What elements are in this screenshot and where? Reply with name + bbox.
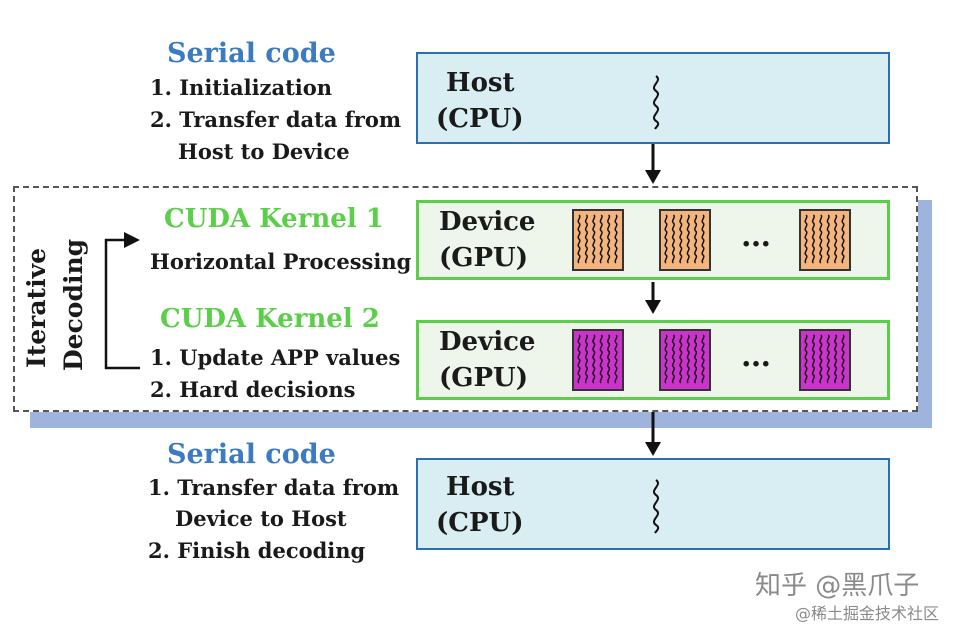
bottom-serial-step-1-cont: Device to Host (175, 506, 347, 531)
arrow-down-icon (645, 144, 661, 184)
kernel1-thread-block (572, 209, 624, 271)
kernel2-step-2: 2. Hard decisions (150, 377, 356, 402)
kernel2-thread-block (659, 329, 711, 391)
loop-label-decoding: Decoding (59, 238, 88, 371)
thread-squiggle-icon (804, 334, 845, 384)
arrow-down-icon (645, 282, 661, 314)
thread-squiggle-icon (653, 75, 660, 130)
watermark-line-1: 知乎 @黑爪子 (755, 571, 920, 601)
bottom-host-label: Host (446, 472, 515, 502)
kernel2-device-sublabel: (GPU) (439, 363, 529, 393)
watermark-line-2: @稀土掘金技术社区 (795, 604, 940, 623)
kernel2-thread-block (799, 329, 851, 391)
kernel2-device-label: Device (439, 327, 536, 357)
kernel1-ellipsis: … (741, 219, 774, 254)
bottom-serial-step-2: 2. Finish decoding (148, 538, 366, 563)
thread-squiggle-icon (664, 214, 705, 264)
bottom-serial-heading: Serial code (167, 439, 336, 470)
kernel2-heading: CUDA Kernel 2 (160, 304, 380, 334)
bottom-host-box: Host (CPU) (416, 458, 890, 550)
kernel2-step-1: 1. Update APP values (150, 345, 401, 370)
kernel1-device-box: Device (GPU) … (416, 200, 890, 280)
thread-squiggle-icon (653, 479, 660, 534)
top-host-sublabel: (CPU) (436, 104, 524, 134)
kernel1-step: Horizontal Processing (150, 249, 412, 274)
loop-arrow-icon (104, 232, 140, 370)
top-host-label: Host (446, 68, 515, 98)
top-serial-heading: Serial code (167, 38, 336, 69)
thread-squiggle-icon (804, 214, 845, 264)
arrow-down-icon (645, 412, 661, 456)
loop-label-iterative: Iterative (22, 248, 51, 368)
top-serial-step-2: 2. Transfer data from (150, 107, 402, 132)
kernel1-device-label: Device (439, 207, 536, 237)
thread-squiggle-icon (577, 334, 618, 384)
bottom-serial-step-1: 1. Transfer data from (148, 475, 400, 500)
bottom-host-sublabel: (CPU) (436, 508, 524, 538)
kernel1-device-sublabel: (GPU) (439, 243, 529, 273)
kernel1-heading: CUDA Kernel 1 (164, 204, 384, 234)
top-serial-step-2-cont: Host to Device (178, 139, 350, 164)
thread-squiggle-icon (577, 214, 618, 264)
kernel1-thread-block (799, 209, 851, 271)
top-host-box: Host (CPU) (416, 52, 890, 144)
kernel1-thread-block (659, 209, 711, 271)
top-serial-step-1: 1. Initialization (150, 75, 333, 100)
kernel2-thread-block (572, 329, 624, 391)
kernel2-ellipsis: … (741, 339, 774, 374)
kernel2-device-box: Device (GPU) … (416, 320, 890, 400)
thread-squiggle-icon (664, 334, 705, 384)
